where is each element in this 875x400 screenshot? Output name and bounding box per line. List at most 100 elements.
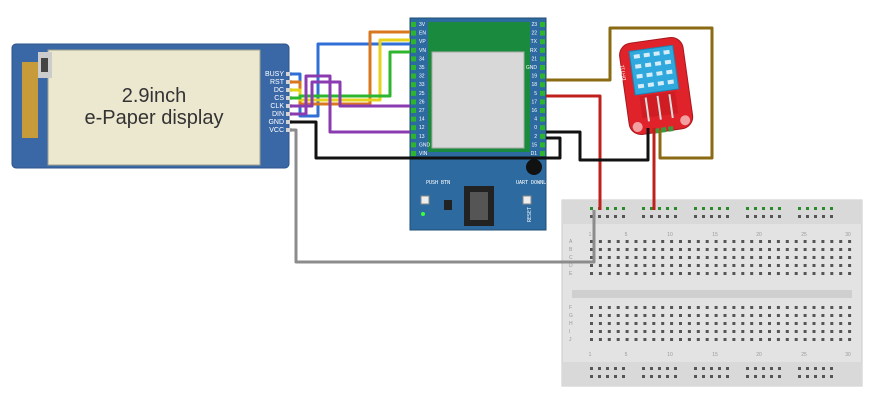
- breadboard-hole: [679, 272, 682, 275]
- esp-right-pin-label: 16: [531, 108, 537, 114]
- breadboard-hole: [794, 322, 798, 325]
- breadboard-hole: [670, 322, 674, 325]
- breadboard-hole: [794, 330, 798, 333]
- breadboard-hole: [750, 248, 754, 251]
- breadboard-hole: [821, 314, 825, 317]
- esp-right-pin-label: 21: [531, 56, 537, 62]
- breadboard-hole: [625, 338, 629, 341]
- breadboard-hole: [718, 207, 721, 210]
- breadboard-hole: [794, 338, 798, 341]
- breadboard-hole: [616, 264, 620, 267]
- breadboard-hole: [705, 248, 709, 251]
- breadboard-hole: [590, 264, 593, 267]
- breadboard-hole: [803, 272, 807, 275]
- breadboard-hole: [634, 240, 638, 243]
- breadboard-hole: [732, 338, 736, 341]
- breadboard-channel: [572, 290, 852, 298]
- push-button[interactable]: [420, 195, 430, 205]
- breadboard-hole: [598, 240, 602, 243]
- breadboard-hole: [590, 322, 593, 325]
- breadboard-hole: [642, 215, 645, 218]
- breadboard-hole: [710, 207, 713, 210]
- breadboard-hole: [714, 322, 718, 325]
- breadboard-hole: [794, 248, 798, 251]
- breadboard-hole: [625, 248, 629, 251]
- wire-cs: [290, 50, 410, 100]
- breadboard-hole: [616, 314, 620, 317]
- breadboard-hole: [814, 367, 817, 370]
- breadboard-hole: [794, 256, 798, 259]
- esp-right-pin-label: 15: [531, 142, 537, 148]
- breadboard-hole: [705, 264, 709, 267]
- breadboard-hole: [830, 207, 833, 210]
- breadboard-hole: [806, 375, 809, 378]
- breadboard-hole: [718, 375, 721, 378]
- breadboard-hole: [812, 330, 816, 333]
- breadboard-hole: [768, 322, 771, 325]
- esp-left-pin: [411, 56, 416, 62]
- esp-left-pin-label: 27: [419, 108, 425, 114]
- breadboard-hole: [723, 272, 727, 275]
- esp-left-pin-label: VIN: [419, 151, 428, 157]
- breadboard-hole: [812, 338, 816, 341]
- breadboard-hole: [821, 272, 825, 275]
- breadboard-hole: [607, 264, 611, 267]
- breadboard-hole: [785, 330, 789, 333]
- breadboard-hole: [687, 240, 691, 243]
- sensor-name: DHT11: [620, 64, 628, 80]
- breadboard-hole: [814, 375, 817, 378]
- breadboard-hole: [754, 375, 757, 378]
- breadboard-hole: [776, 256, 780, 259]
- esp-left-pin: [411, 65, 416, 70]
- breadboard-hole: [590, 272, 593, 275]
- epaper-pin: [286, 72, 292, 76]
- epaper-pin-label: DIN: [272, 111, 284, 118]
- breadboard-hole: [607, 240, 611, 243]
- breadboard-hole: [759, 338, 763, 341]
- reset-button[interactable]: [522, 195, 532, 205]
- breadboard-hole: [785, 306, 789, 309]
- breadboard-hole: [822, 215, 825, 218]
- breadboard-hole: [732, 256, 736, 259]
- push-label: PUSH BTN: [426, 180, 450, 186]
- breadboard-hole: [839, 338, 843, 341]
- breadboard-hole: [714, 272, 718, 275]
- breadboard-hole: [614, 207, 617, 210]
- breadboard-hole: [590, 215, 593, 218]
- breadboard-hole: [616, 256, 620, 259]
- breadboard-hole: [821, 264, 825, 267]
- breadboard-hole: [670, 248, 674, 251]
- breadboard-col-label: 20: [756, 232, 762, 238]
- breadboard-hole: [839, 306, 843, 309]
- breadboard-hole: [750, 306, 754, 309]
- esp-right-pin: [540, 116, 545, 122]
- esp-right-pin-label: RX: [530, 48, 538, 54]
- breadboard-hole: [768, 338, 771, 341]
- esp-left-pin-label: VN: [419, 48, 426, 54]
- breadboard-hole: [652, 256, 656, 259]
- esp-left-pin-label: 13: [419, 134, 425, 140]
- breadboard-hole: [606, 375, 609, 378]
- breadboard-hole: [705, 330, 709, 333]
- breadboard-hole: [710, 367, 713, 370]
- breadboard-hole: [830, 375, 833, 378]
- breadboard-hole: [696, 306, 700, 309]
- breadboard-hole: [674, 375, 677, 378]
- breadboard-hole: [616, 338, 620, 341]
- breadboard-hole: [768, 330, 771, 333]
- breadboard-hole: [687, 272, 691, 275]
- breadboard-hole: [732, 330, 736, 333]
- breadboard-hole: [679, 330, 682, 333]
- breadboard-hole: [702, 367, 705, 370]
- breadboard-hole: [776, 314, 780, 317]
- breadboard-hole: [785, 248, 789, 251]
- breadboard-hole: [590, 314, 593, 317]
- epaper-pin-label: CS: [274, 95, 284, 102]
- breadboard-hole: [768, 240, 771, 243]
- esp-left-pin-label: 33: [419, 82, 425, 88]
- breadboard-hole: [785, 240, 789, 243]
- breadboard-hole: [666, 375, 669, 378]
- breadboard-hole: [607, 272, 611, 275]
- breadboard-hole: [634, 264, 638, 267]
